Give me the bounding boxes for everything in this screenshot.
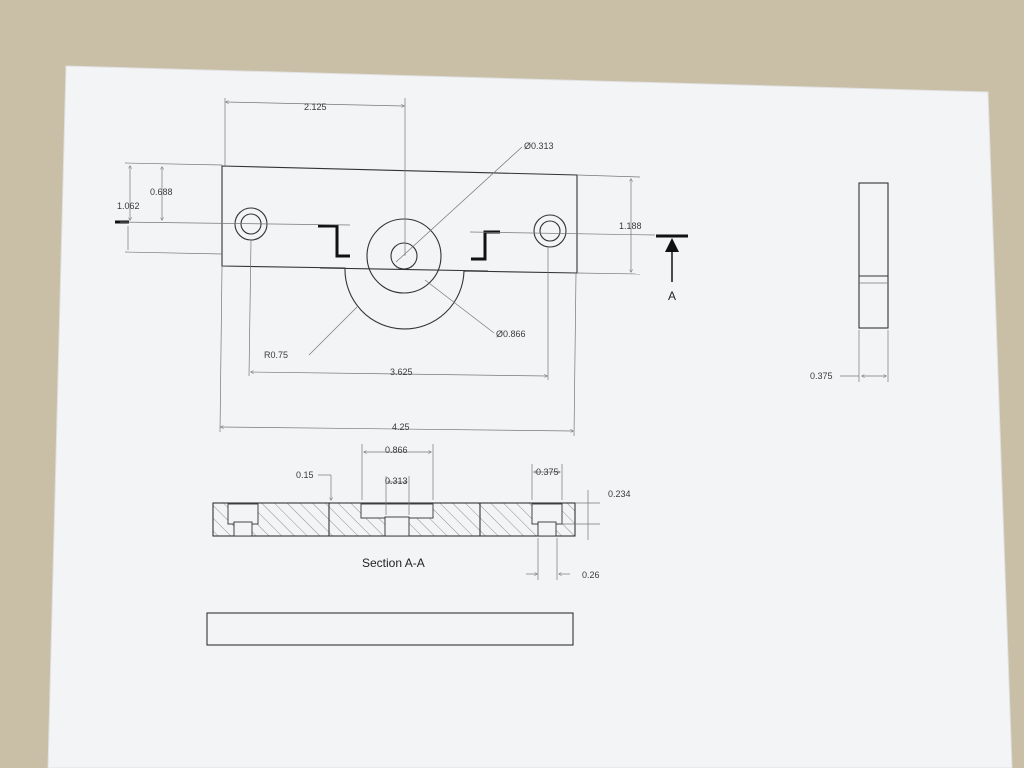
- section-cut-right: [471, 230, 500, 261]
- sec-text-015: 0.15: [296, 470, 314, 480]
- dim-text-2125: 2.125: [304, 102, 327, 112]
- sec-text-0234: 0.234: [608, 489, 631, 499]
- sec-text-0866: 0.866: [385, 445, 408, 455]
- dim-text-1188: 1.188: [619, 221, 642, 231]
- paper-sheet: [47, 65, 1013, 768]
- bottom-view: [206, 612, 574, 646]
- ext-overall-left: [219, 265, 223, 433]
- dim-line-2125: [226, 102, 404, 106]
- section-arrow: [665, 238, 679, 252]
- sec-text-0313: 0.313: [385, 476, 408, 486]
- side-view-outline: [858, 182, 889, 329]
- ext-hole-left-down: [248, 239, 252, 377]
- ext-right-bottom: [576, 272, 641, 275]
- section-left-hole: [233, 521, 253, 537]
- boss-circle: [366, 218, 442, 294]
- ext-right-hole-row: [469, 231, 656, 236]
- section-marker-label: A: [668, 289, 676, 303]
- ext-left-hole-row: [119, 221, 351, 226]
- section-center-hole: [384, 516, 410, 537]
- leader-r075: [308, 306, 358, 356]
- dim-text-0313: Ø0.313: [524, 141, 554, 151]
- center-hole: [390, 242, 418, 270]
- ext-top-edge: [124, 162, 223, 166]
- sec-text-026: 0.26: [582, 570, 600, 580]
- dim-line-425: [221, 427, 573, 431]
- sec-text-0375: 0.375: [536, 467, 559, 477]
- section-right-cb: [531, 503, 563, 525]
- section-cut-left: [318, 224, 350, 258]
- dim-line-3625: [251, 372, 547, 376]
- section-right-hole: [537, 521, 557, 537]
- top-view-outline: [221, 165, 578, 330]
- ext-right-top: [576, 174, 641, 178]
- section-view: 0.866 0.313 0.15 0.375 0.234 0.26 Sectio…: [212, 444, 631, 580]
- ext-overall-right: [573, 272, 577, 437]
- dim-text-3625: 3.625: [390, 367, 413, 377]
- leader-0313: [395, 146, 523, 263]
- right-hole-outer: [533, 214, 567, 248]
- section-left-cb: [227, 503, 259, 525]
- top-view: A 2.125 0.688 1.062 1.188 Ø0.313 Ø0.866 …: [115, 98, 688, 437]
- side-view: 0.375: [810, 182, 889, 382]
- right-hole-inner: [539, 220, 561, 242]
- leader-0866: [424, 279, 495, 334]
- dim-text-0866: Ø0.866: [496, 329, 526, 339]
- section-center-cb: [360, 503, 434, 519]
- section-caption: Section A-A: [362, 556, 425, 570]
- ext-bottom-edge: [124, 251, 223, 255]
- dim-text-425: 4.25: [392, 422, 410, 432]
- dim-text-r075: R0.75: [264, 350, 288, 360]
- dim-text-0375: 0.375: [810, 371, 833, 381]
- dim-text-1062: 1.062: [117, 201, 140, 211]
- dim-text-0688: 0.688: [150, 187, 173, 197]
